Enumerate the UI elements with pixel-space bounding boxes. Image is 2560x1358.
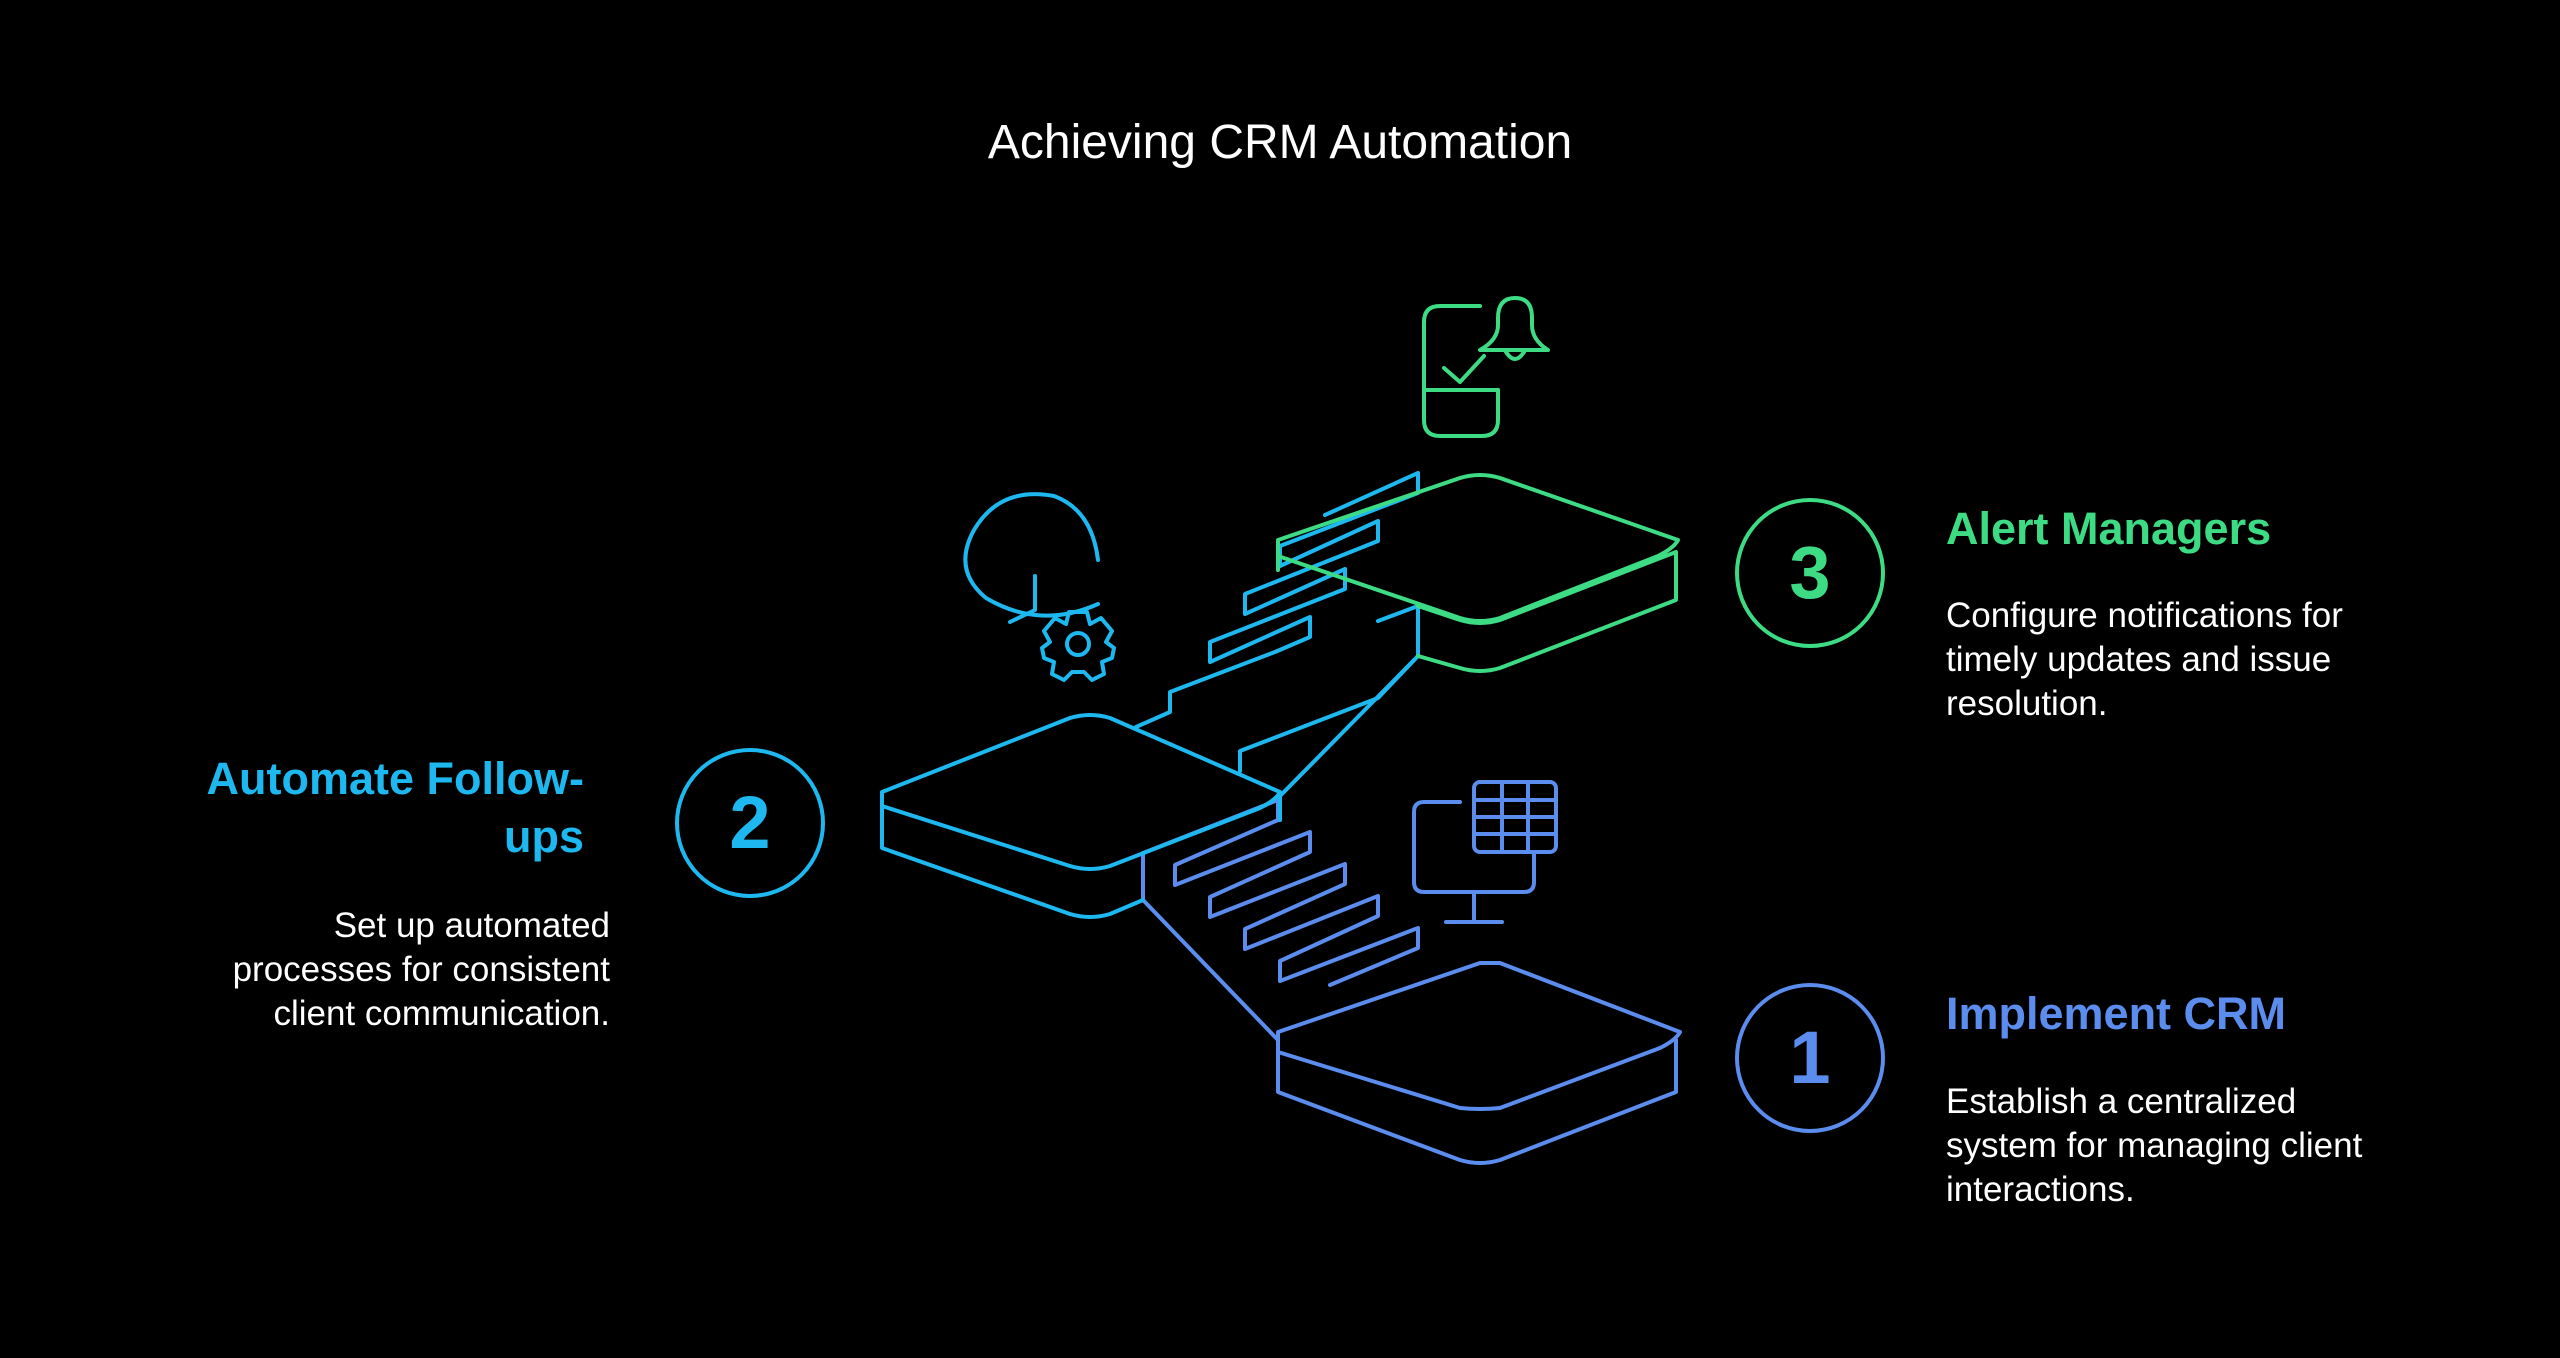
step-2-circle [675, 748, 825, 898]
step-3-number: 3 [1789, 531, 1831, 614]
step-3-circle [1735, 498, 1885, 648]
step-3-description: Configure notifications for timely updat… [1946, 596, 2343, 723]
clock-gear-icon [963, 492, 1116, 682]
page-title: Achieving CRM Automation [987, 116, 1573, 169]
step-1-circle [1735, 983, 1885, 1133]
step-3-heading: Alert Managers [1946, 503, 2272, 554]
step-1-number: 1 [1789, 1016, 1831, 1099]
platform-2 [880, 713, 1282, 919]
phone-bell-icon [1422, 296, 1550, 438]
step-1-heading: Implement CRM [1946, 988, 2287, 1039]
platform-1 [1276, 961, 1682, 1165]
platform-3 [1276, 473, 1680, 673]
monitor-table-icon [1412, 780, 1558, 924]
step-2-description: Set up automated processes for consisten… [232, 906, 610, 1033]
step-2-number: 2 [729, 781, 771, 864]
step-1-description: Establish a centralized system for manag… [1946, 1082, 2363, 1209]
step-2-heading: Automate Follow-ups [206, 753, 584, 862]
